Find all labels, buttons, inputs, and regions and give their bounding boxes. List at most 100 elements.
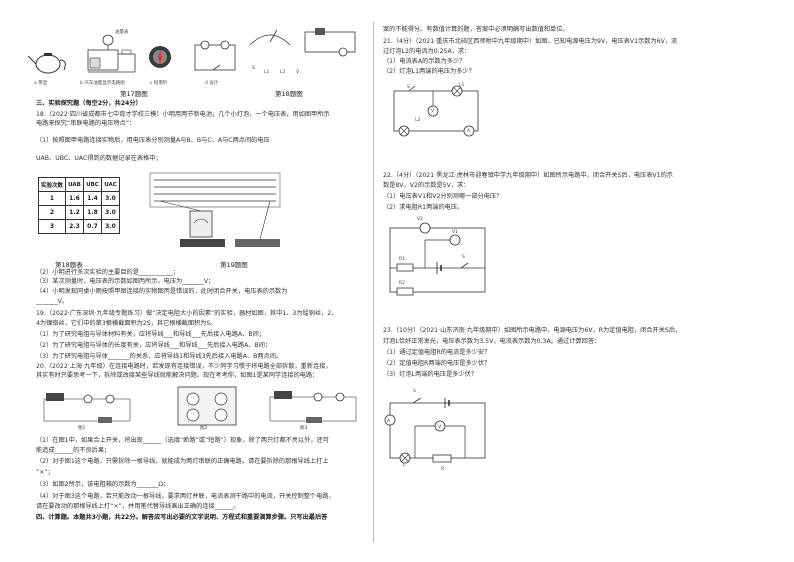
q22-label-s: S: [462, 255, 465, 260]
table-cell: 1.2: [65, 205, 84, 220]
q20-part-2: （2）对于图1这个电路，只需拆除一根导线，就能成为两灯串联的正确电路。请在要拆除…: [36, 458, 329, 465]
table-cell: 2.3: [65, 219, 84, 234]
table-cell: 1.8: [83, 205, 102, 220]
q20-part-3: （3）如图2所示，该电阻箱的示数为_______Ω；: [36, 481, 170, 488]
fig17-label-b: b 汽车油量显示电路图: [80, 81, 125, 86]
q20-part-1b: 能造成______的不良后果；: [36, 447, 111, 454]
fig18-caption: 第18题图: [275, 90, 303, 98]
fig20-circuit-3: [269, 391, 357, 423]
q18-part-3: （3）某次测量时，电压表的示数如图丙所示，电压为_______V；: [36, 278, 215, 285]
table-row: 3 2.3 0.7 3.0: [38, 219, 120, 234]
q18-line-1: 18.（2022·四川省成都市七中育才学校三模）小明用两节新电池，几个小灯泡，一…: [36, 111, 330, 118]
q22-label-r2: R2: [399, 281, 405, 286]
q22-line-4: （2）求电阻R1两端的电压。: [383, 204, 464, 211]
table-header: 实验次数: [38, 177, 66, 192]
table-cell: 3.0: [101, 205, 120, 220]
section-3-heading: 三、实验探究题（每空2分，共24分）: [36, 100, 142, 107]
table-cell: 3.0: [101, 219, 120, 234]
q21-line-1: 21.（4分）（2021·重庆市北碚区西师附中九年级期中）如图，已知电源电压为9…: [383, 38, 678, 45]
design-circuit: [194, 40, 236, 71]
table-cell: 1: [38, 191, 66, 206]
q23-line-2: 灯泡L恰好正常发光，电压表示数为3.5V，电流表示数为0.3A。通过计算回答：: [383, 338, 601, 345]
fig18-label-l2: L2: [280, 70, 286, 75]
table-cell: 3.0: [101, 191, 120, 206]
q18-line-2: 电路来探究“串联电路的电压特点”：: [36, 120, 136, 127]
table-header: UAB: [65, 177, 84, 192]
q19-line-5: （3）为了研究电阻与导体_______的关系，应将导线1和导线3先后接入电路A、…: [36, 353, 283, 360]
q19-line-1: 19.（2022·广东深圳·九年级专题练习）做“决定电阻大小的因素”的实验，器材…: [36, 310, 338, 317]
table-cell: 2: [38, 205, 66, 220]
fig17-label-d: d 设计: [205, 81, 219, 86]
q21-line-3: （1）电流表A的示数为多少？: [383, 58, 466, 65]
q23-label-l: L: [403, 463, 406, 468]
fig18-label-l1: L1: [264, 70, 270, 75]
q18-line-3: （1）按照图甲电路连接实物后，用电压表分别测量A与B、B与C、A与C两点间的电压: [36, 137, 270, 144]
section-4-continuation: 案的不能得分。有数值计算的题，答案中必须明确写出数值和单位。: [383, 26, 569, 33]
compass-illustration: [149, 46, 171, 68]
q21-label-l2: L2: [415, 118, 421, 123]
q20-part-1: （1）在图1中，如果合上开关，将出现______（选填“断路”或“短路”）现象，…: [36, 437, 329, 444]
q18-line-4: UAB、UBC、UAC得到的数据记录在表格中；: [36, 155, 162, 162]
q22-circuit: [389, 222, 486, 296]
fig17-part-label-gauge: 油量表: [115, 30, 129, 35]
q19-line-2: 4为镍铬丝，它们中的第3根横截面积为2S，其它根横截面积为S。: [36, 320, 217, 327]
table-row: 1 1.6 1.4 3.0: [38, 191, 120, 206]
fig20-resistance-box: [177, 386, 237, 426]
q18-part-2: （2）小明进行多次实验的主要目的是___________；: [36, 269, 180, 276]
teapot-illustration: [27, 53, 66, 74]
fig20-label-2: 图2: [200, 426, 208, 431]
fig18-label-v: V: [296, 70, 300, 75]
q23-line-5: （3）灯泡L两端的电压是多少伏？: [383, 371, 478, 378]
q21-line-2: 过灯泡L2的电流为0.25A，求：: [383, 48, 471, 55]
q23-label-a: A: [387, 419, 391, 424]
q22-label-v1: V1: [452, 230, 458, 235]
table-cell: 1.6: [65, 191, 84, 206]
figure-17: [27, 34, 236, 74]
q21-label-l1: L1: [459, 83, 465, 88]
fig20-circuit-1: [43, 393, 131, 423]
table-row: 2 1.2 1.8 3.0: [38, 205, 120, 220]
fig19-caption: 第19题图: [220, 261, 248, 269]
q23-line-3: （1）通过定值电阻R的电流是多少安？: [383, 349, 491, 356]
figure-20: [43, 386, 357, 426]
q23-label-r: R: [441, 467, 445, 472]
fig20-label-3: 图3: [300, 426, 308, 431]
q19-line-4: （2）为了研究电阻与导体的长度有关，应将导线___和导线___先后接入电路A、B…: [36, 342, 272, 349]
q18-part-4: （4）小明发现同桌小雨按照甲图连接的实物图丙是错误的，此时闭合开关，电压表的示数…: [36, 288, 288, 295]
table-header: UBC: [83, 177, 102, 192]
q21-label-v: V: [431, 109, 435, 114]
q21-line-4: （2）灯泡L1两端的电压为多少？: [383, 68, 475, 75]
column-divider: [373, 22, 374, 542]
q22-line-2: 数是8V，V2的示数是5V，求：: [383, 182, 470, 189]
table-caption: 第18题表: [55, 261, 83, 269]
q22-label-v2: V2: [417, 217, 423, 222]
q20-line-2: 其实有时只要思考一下，拆除或改接某些导线就能解决问题。现在考考你，如图1是某同学…: [36, 372, 319, 379]
q20-part-2b: “×”；: [36, 469, 54, 476]
q22-line-3: （1）电压表V1和V2分别测哪一部分电压？: [383, 193, 503, 200]
q21-label-a: A: [467, 129, 471, 134]
fig17-caption: 第17题图: [120, 90, 148, 98]
table-header: UAC: [101, 177, 120, 192]
left-column: a 茶壶 b 汽车油量显示电路图 c 指南针 d 设计 油量表 S L1 L2 …: [0, 0, 372, 562]
q20-line-1: 20.（2022·上海·九年级）在连接电路时，若发现有连接错误，不少同学习惯于将…: [36, 363, 332, 370]
fig20-label-1: 图1: [78, 426, 86, 431]
q23-label-v: V: [438, 425, 442, 430]
table-cell: 0.7: [83, 219, 102, 234]
table-cell: 1.4: [83, 191, 102, 206]
q22-label-r1: R1: [399, 257, 405, 262]
q23-label-s: S: [413, 389, 416, 394]
q21-circuit: [393, 85, 479, 137]
q20-part-4b: 请在要改动的那根导线上打“×”，并用笔代替导线画出正确的连接______。: [36, 503, 240, 510]
q23-circuit: [384, 397, 486, 464]
figure-18: [249, 28, 356, 57]
fuel-gauge-circuit: [87, 34, 136, 73]
q23-line-1: 23.（10分）（2021·山东济南·九年级期中）如图所示电路中，电源电压为6V…: [383, 327, 682, 334]
fig17-label-a: a 茶壶: [34, 81, 48, 86]
fig18-label-s: S: [252, 66, 255, 71]
q23-line-4: （2）定值电阻R两端的电压是多少伏？: [383, 360, 491, 367]
right-column: 案的不能得分。有数值计算的题，答案中必须明确写出数值和单位。 21.（4分）（2…: [377, 0, 787, 562]
fig17-label-c: c 指南针: [150, 81, 168, 86]
section-4-heading: 四、计算题。本题共3小题，共22分。解答应写出必要的文字说明、方程式和重要演算步…: [36, 514, 328, 521]
q21-label-s: S: [407, 85, 410, 90]
q18-part-4-blank: _______V。: [36, 298, 69, 305]
